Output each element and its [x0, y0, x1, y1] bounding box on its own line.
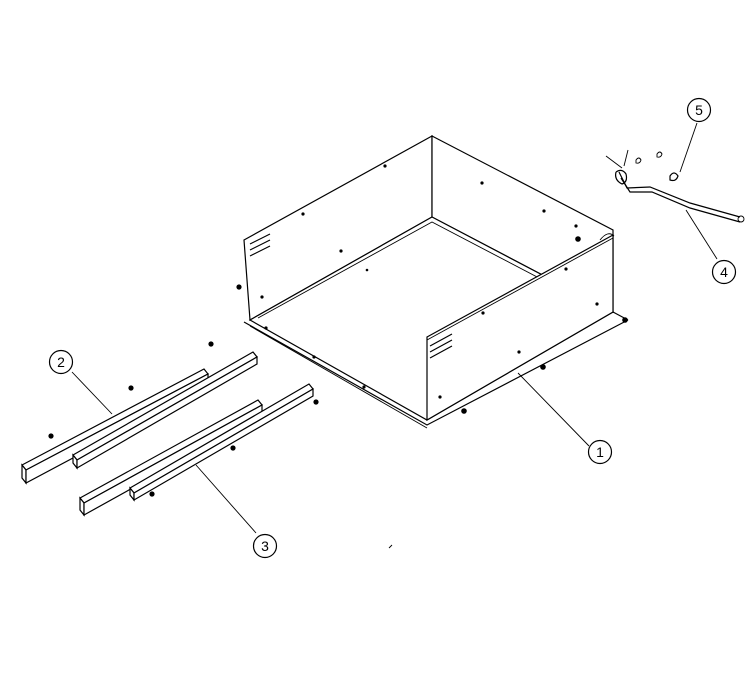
box-mounting-holes [260, 164, 599, 399]
part-2-rails [21, 341, 258, 485]
rod-wire [605, 155, 623, 169]
leader-lines [71, 122, 718, 534]
callout-5-circle [686, 97, 712, 123]
rail-3-screw [230, 445, 236, 451]
part-1-box [236, 134, 629, 429]
leader-2 [71, 371, 113, 415]
callout-5: 5 [686, 97, 712, 123]
rod-hook [615, 169, 628, 185]
rail-3b [129, 383, 314, 502]
rail-3a [79, 399, 263, 517]
callout-3-label: 3 [261, 538, 269, 554]
rail-2-screw [48, 433, 54, 439]
callout-2-circle [48, 349, 74, 375]
rail-3-screw [313, 399, 319, 405]
callout-4-circle [711, 259, 737, 285]
rod-upper-line [618, 171, 741, 218]
callout-4-label: 4 [720, 264, 728, 280]
callout-2-label: 2 [57, 354, 65, 370]
leader-1 [517, 372, 590, 447]
clip-large [669, 172, 679, 182]
part-4-rod [605, 149, 745, 223]
rod-wire [623, 149, 629, 167]
callout-5-label: 5 [695, 102, 703, 118]
rail-3-screw [149, 491, 155, 497]
callout-2: 2 [48, 349, 74, 375]
rod-end-cap [737, 215, 745, 223]
callout-1: 1 [587, 439, 613, 465]
rod-lower-line [620, 177, 741, 223]
callout-1-label: 1 [596, 444, 604, 460]
leader-3 [195, 464, 257, 534]
part-3-rails [79, 383, 319, 517]
box-bottom-flange [243, 319, 629, 426]
leader-4 [685, 209, 718, 260]
box-corner-curl [599, 233, 615, 241]
callout-1-circle [587, 439, 613, 465]
leader-5 [679, 122, 698, 173]
vent-slots-front [429, 333, 453, 359]
box-flange-edge [249, 325, 428, 429]
clip-small [635, 157, 642, 164]
callout-4: 4 [711, 259, 737, 285]
rail-2-screw [128, 385, 134, 391]
part-5-clips [635, 151, 679, 182]
stray-mark [388, 544, 393, 549]
vent-slots-left [249, 233, 271, 257]
box-front-top-edge [426, 237, 614, 341]
callout-3: 3 [252, 533, 278, 559]
callout-3-circle [252, 533, 278, 559]
rail-2-screw [208, 341, 214, 347]
clip-small [656, 151, 663, 158]
rail-2b [72, 351, 258, 470]
box-screws [236, 236, 628, 414]
